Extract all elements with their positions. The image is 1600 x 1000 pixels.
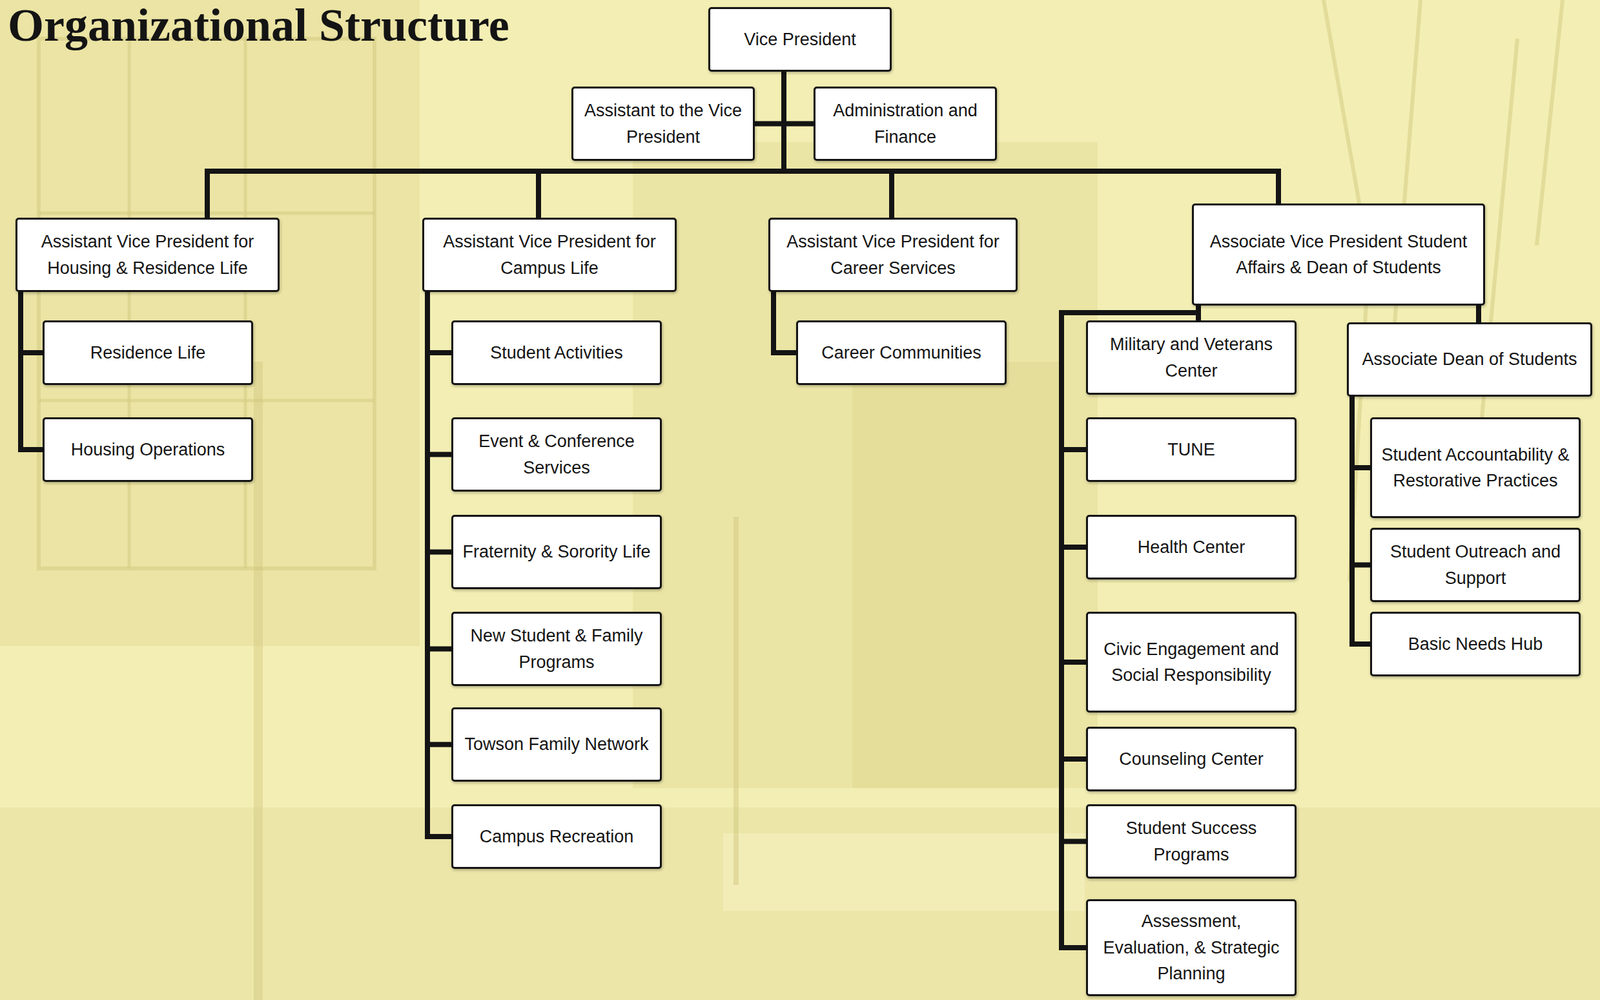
org-connector [754, 71, 784, 124]
org-connector [427, 291, 452, 455]
box-label: New Student & Family Programs [462, 622, 651, 675]
box-label: Towson Family Network [464, 730, 649, 758]
box-label: Fraternity & Sorority Life [462, 538, 651, 565]
box-label: Student Activities [490, 339, 624, 367]
org-connector [20, 291, 43, 450]
building-windows [38, 38, 375, 569]
box-label: Associate Dean of Students [1361, 346, 1577, 373]
window-mullion [127, 38, 132, 569]
org-box: Military and Veterans Center [1086, 320, 1297, 395]
org-connector [783, 71, 814, 124]
box-label: Assessment, Evaluation, & Strategic Plan… [1097, 907, 1286, 987]
org-box: New Student & Family Programs [451, 611, 662, 686]
org-connector [427, 291, 452, 745]
box-label: Associate Vice President Student Affairs… [1202, 228, 1475, 281]
org-box: Vice President [708, 7, 892, 72]
box-label: Counseling Center [1118, 745, 1264, 773]
org-box: Event & Conference Services [451, 417, 662, 492]
org-box: Health Center [1086, 514, 1297, 580]
org-box: Associate Vice President Student Affairs… [1191, 203, 1486, 306]
box-label: Student Success Programs [1097, 814, 1286, 868]
org-connector [427, 291, 452, 553]
org-box: TUNE [1086, 417, 1297, 482]
box-label: Residence Life [90, 339, 206, 367]
org-box: Administration and Finance [813, 86, 997, 161]
box-label: Basic Needs Hub [1408, 630, 1544, 658]
org-connector [20, 291, 43, 353]
box-label: Civic Engagement and Social Responsibili… [1097, 635, 1286, 689]
box-label: Administration and Finance [824, 97, 986, 150]
box-label: Campus Recreation [479, 823, 635, 850]
building-left [0, 0, 420, 646]
org-box: Student Success Programs [1086, 803, 1297, 879]
org-box: Housing Operations [42, 417, 254, 482]
box-label: Vice President [743, 26, 857, 53]
ground-band [0, 807, 1600, 1000]
window-mullion [244, 38, 248, 569]
box-label: Health Center [1137, 533, 1246, 561]
org-box: Student Outreach and Support [1370, 527, 1581, 602]
org-box: Assistant Vice President for Career Serv… [768, 217, 1018, 292]
org-box: Assessment, Evaluation, & Strategic Plan… [1086, 898, 1297, 996]
box-label: Housing Operations [71, 436, 226, 463]
org-box: Student Accountability & Restorative Pra… [1370, 417, 1581, 518]
org-box: Basic Needs Hub [1370, 611, 1581, 677]
box-label: Student Outreach and Support [1381, 538, 1570, 591]
box-label: Event & Conference Services [462, 428, 651, 481]
org-box: Career Communities [796, 320, 1007, 385]
window-mullion [38, 399, 375, 403]
org-connector [538, 71, 784, 218]
org-box: Residence Life [42, 320, 254, 385]
box-label: Assistant Vice President for Campus Life [433, 228, 666, 281]
org-connector [427, 291, 452, 649]
box-label: TUNE [1167, 436, 1216, 463]
org-box: Student Activities [451, 320, 662, 385]
box-label: Military and Veterans Center [1097, 331, 1286, 384]
org-box: Towson Family Network [451, 707, 662, 782]
org-connector [1352, 396, 1371, 644]
box-label: Assistant Vice President for Housing & R… [26, 228, 269, 281]
org-connector [1352, 396, 1371, 468]
org-box: Associate Dean of Students [1346, 322, 1593, 397]
bench-area [723, 832, 1085, 911]
box-label: Student Accountability & Restorative Pra… [1381, 441, 1570, 494]
chart-title: Organizational Structure [7, 1, 510, 51]
org-box: Assistant Vice President for Housing & R… [15, 217, 280, 292]
lamp-post [253, 361, 263, 1000]
box-label: Career Communities [821, 339, 982, 367]
box-label: Assistant Vice President for Career Serv… [779, 228, 1007, 281]
box-label: Assistant to the Vice President [582, 97, 744, 150]
building-wing [852, 361, 1059, 788]
org-box: Counseling Center [1086, 726, 1297, 791]
org-box: Assistant Vice President for Campus Life [422, 217, 677, 292]
org-box: Campus Recreation [451, 803, 662, 869]
org-connector [773, 291, 797, 353]
org-box: Civic Engagement and Social Responsibili… [1086, 611, 1297, 713]
org-connector [1476, 305, 1482, 323]
org-box: Fraternity & Sorority Life [451, 514, 662, 589]
lamp-post [733, 516, 739, 885]
org-connector [207, 71, 784, 218]
org-box: Assistant to the Vice President [571, 86, 755, 161]
org-connector [1352, 396, 1371, 565]
org-connector [427, 291, 452, 837]
building-center [632, 142, 1098, 788]
org-connector [783, 71, 1279, 204]
org-connector [427, 291, 452, 353]
